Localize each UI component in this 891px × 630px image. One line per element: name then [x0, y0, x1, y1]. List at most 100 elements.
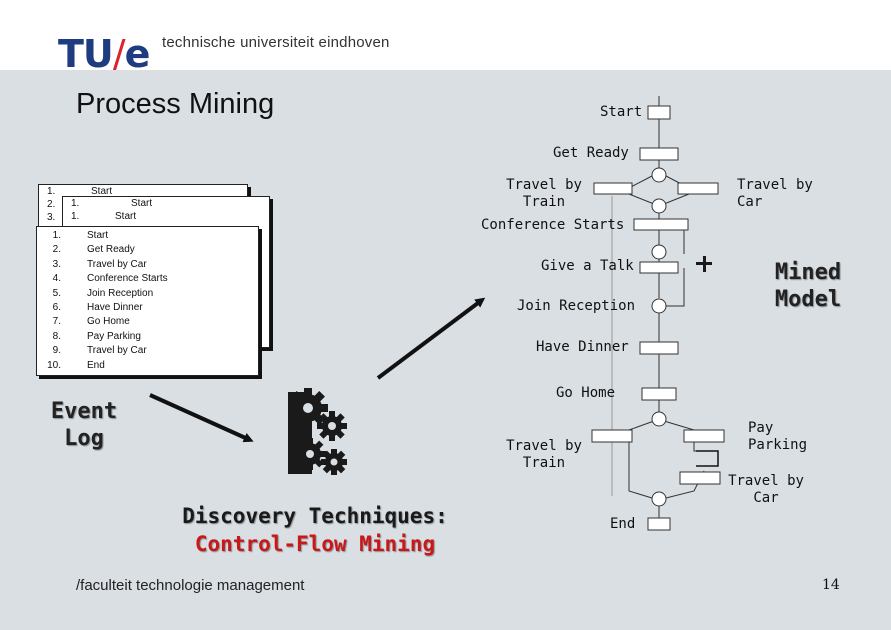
- label-line: Travel by: [737, 177, 813, 193]
- model-label-travel-by-train-1: Travel by Train: [500, 177, 588, 211]
- log-row: 3. Travel by Car: [37, 258, 258, 272]
- model-label-get-ready: Get Ready: [553, 145, 629, 161]
- label-line: Travel by: [506, 177, 582, 193]
- log-row-activity: Have Dinner: [87, 301, 143, 313]
- model-arc: [663, 193, 690, 205]
- log-row: 10. End: [37, 359, 258, 373]
- model-arc: [663, 420, 695, 431]
- label-line: Pay: [748, 420, 774, 436]
- label-line: Travel by: [728, 473, 804, 489]
- label-line: Train: [522, 455, 566, 471]
- model-transition: [639, 147, 679, 161]
- log-row: 1.Start: [63, 210, 269, 223]
- log-row: 7. Go Home: [37, 315, 258, 329]
- model-transition-box: [696, 450, 719, 467]
- log-row-number: 6.: [52, 301, 61, 313]
- log-row-activity: Start: [87, 230, 109, 241]
- log-row-number: 10.: [47, 359, 61, 371]
- logo-slash: /: [112, 32, 126, 76]
- log-row-number: 1.: [52, 230, 61, 241]
- model-label-give-a-talk: Give a Talk: [541, 258, 634, 274]
- log-row-activity: Start: [91, 186, 113, 197]
- model-label-have-dinner: Have Dinner: [536, 339, 629, 355]
- model-label-travel-by-train-2: Travel by Train: [500, 438, 588, 472]
- log-row-activity: End: [87, 359, 105, 371]
- model-label-go-home: Go Home: [556, 385, 616, 401]
- model-label-conference-starts: Conference Starts: [481, 217, 625, 233]
- log-row: 1. Start: [37, 229, 258, 243]
- model-arc: [628, 175, 653, 189]
- tue-logo: TU/e: [58, 32, 151, 76]
- model-place: [651, 411, 667, 427]
- model-transition: [633, 218, 689, 231]
- log-row: 6. Have Dinner: [37, 301, 258, 315]
- mined-model-label: Mined Model: [756, 259, 860, 313]
- logo-tu: TU: [58, 32, 114, 76]
- event-log-label: Event Log: [30, 398, 138, 452]
- log-row: 2.Get Ready: [37, 243, 258, 257]
- log-row: 3.: [39, 211, 247, 224]
- log-row-number: 2.: [47, 199, 56, 210]
- discovery-line-2: Control-Flow Mining: [194, 532, 436, 556]
- event-log-label-line: Event: [50, 399, 118, 424]
- event-log-label-line: Log: [64, 426, 104, 451]
- log-row: 5. Join Reception: [37, 287, 258, 301]
- log-row: 8. Pay Parking: [37, 330, 258, 344]
- log-row-activity: Join Reception: [87, 287, 154, 299]
- label-line: Travel by: [506, 438, 582, 454]
- log-row-activity: Start: [131, 198, 153, 209]
- log-row-activity: Conference Starts: [87, 273, 168, 285]
- model-place: [651, 491, 667, 507]
- model-arc: [693, 442, 704, 452]
- log-row-number: 8.: [52, 330, 61, 342]
- model-arc: [628, 420, 655, 431]
- model-label-pay-parking: Pay Parking: [748, 420, 807, 454]
- university-name: technische universiteit eindhoven: [162, 34, 390, 51]
- model-label-travel-by-car-1: Travel by Car: [737, 177, 813, 211]
- log-row-number: 4.: [52, 273, 61, 285]
- log-row: 1.Start: [63, 197, 269, 210]
- model-arc: [628, 193, 655, 205]
- log-row-number: 1.: [71, 211, 80, 222]
- logo-e: e: [124, 32, 151, 76]
- model-arc: [628, 442, 653, 499]
- discovery-techniques-heading: Discovery Techniques: Control-Flow Minin…: [150, 502, 480, 558]
- log-row-activity: Travel by Car: [87, 345, 147, 357]
- label-line: Train: [522, 194, 566, 210]
- log-row-activity: Go Home: [87, 316, 130, 328]
- log-row-activity: Get Ready: [87, 244, 135, 256]
- model-place: [651, 167, 667, 183]
- model-transition: [647, 517, 671, 531]
- model-transition: [641, 387, 677, 401]
- model-label-travel-by-car-2: Travel by Car: [726, 473, 806, 507]
- label-line: Car: [737, 194, 763, 210]
- log-row: 4. Conference Starts: [37, 272, 258, 286]
- model-arc: [666, 268, 685, 307]
- footer-faculty: /faculteit technologie management: [76, 577, 305, 594]
- log-row-number: 3.: [52, 258, 61, 270]
- mined-model-diagram: [591, 96, 725, 531]
- log-row-activity: Travel by Car: [87, 258, 147, 270]
- model-transition: [639, 261, 679, 274]
- arrow-icon: [149, 393, 254, 443]
- model-label-join-reception: Join Reception: [517, 298, 636, 314]
- model-transition: [647, 105, 671, 120]
- log-row-number: 7.: [52, 316, 61, 328]
- model-label-end: End: [610, 516, 636, 532]
- label-line: Car: [753, 490, 779, 506]
- log-row: 9. Travel by Car: [37, 344, 258, 358]
- model-place: [651, 298, 667, 314]
- log-row-number: 5.: [52, 287, 61, 299]
- log-row-number: 1.: [47, 186, 56, 197]
- gears-icon: [288, 388, 347, 475]
- model-hidden-transition: [703, 256, 706, 272]
- log-row-activity: Pay Parking: [87, 330, 141, 342]
- mined-model-label-line: Mined: [774, 260, 842, 285]
- mined-model-label-line: Model: [774, 287, 842, 312]
- model-place: [651, 198, 667, 214]
- log-row: 1. Start: [39, 185, 247, 198]
- log-row-number: 9.: [52, 345, 61, 357]
- model-label-start: Start: [600, 104, 643, 120]
- model-transition: [591, 429, 633, 443]
